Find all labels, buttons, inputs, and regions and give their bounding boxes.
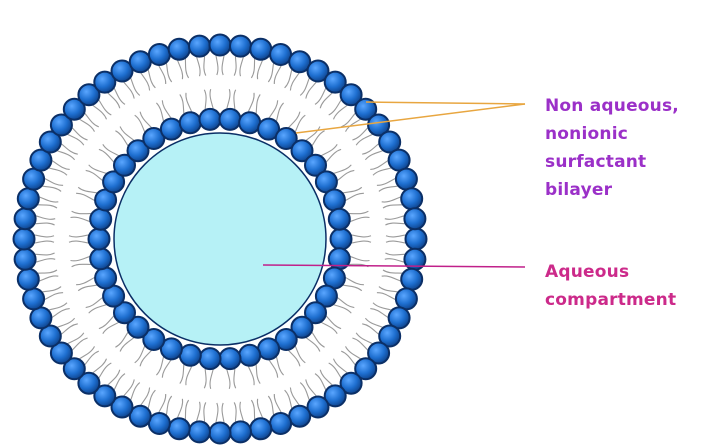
inner-lipid-head (95, 268, 116, 289)
outer-lipid-head (169, 39, 190, 60)
outer-lipid-head (270, 44, 291, 65)
inner-lipid-head (90, 209, 111, 230)
leader-line-bilayer-inner (296, 104, 525, 133)
outer-lipid-head (149, 44, 170, 65)
outer-lipid-head (23, 169, 44, 190)
outer-lipid-head (404, 208, 425, 229)
aqueous-compartment-core (114, 133, 326, 345)
bilayer-label-line-2: nonionic (545, 120, 705, 148)
outer-lipid-head (189, 36, 210, 57)
outer-lipid-head (189, 421, 210, 442)
inner-lipid-head (239, 345, 260, 366)
outer-lipid-head (250, 39, 271, 60)
outer-lipid-head (270, 413, 291, 434)
inner-lipid-head (239, 112, 260, 133)
inner-lipid-head (324, 190, 345, 211)
outer-lipid-head (18, 188, 39, 209)
inner-lipid-head (180, 345, 201, 366)
outer-lipid-head (18, 269, 39, 290)
outer-lipid-head (406, 229, 427, 250)
outer-lipid-head (149, 413, 170, 434)
inner-lipid-head (90, 248, 111, 269)
bilayer-label-line-3: surfactant (545, 148, 705, 176)
outer-lipid-head (289, 406, 310, 427)
outer-lipid-head (401, 269, 422, 290)
inner-lipid-head (200, 348, 221, 369)
inner-lipid-head (329, 209, 350, 230)
outer-lipid-head (401, 188, 422, 209)
inner-lipid-head (161, 119, 182, 140)
outer-lipid-head (230, 421, 251, 442)
inner-lipid-head (220, 348, 241, 369)
inner-lipid-head (89, 229, 110, 250)
outer-lipid-head (230, 36, 251, 57)
outer-lipid-head (250, 418, 271, 439)
outer-lipid-head (130, 51, 151, 72)
inner-lipid-head (220, 109, 241, 130)
outer-lipid-head (396, 169, 417, 190)
bilayer-label-line-1: Non aqueous, (545, 92, 705, 120)
aqueous-compartment-label: Aqueous compartment (545, 258, 705, 314)
inner-lipid-head (331, 229, 352, 250)
outer-lipid-head (210, 35, 231, 56)
leader-line-bilayer-outer (366, 102, 525, 104)
outer-lipid-head (23, 288, 44, 309)
bilayer-label: Non aqueous, nonionic surfactant bilayer (545, 92, 705, 204)
aqueous-label-line-2: compartment (545, 286, 705, 314)
outer-lipid-head (14, 229, 35, 250)
outer-lipid-head (15, 208, 36, 229)
aqueous-label-line-1: Aqueous (545, 258, 705, 286)
outer-lipid-head (15, 249, 36, 270)
outer-lipid-head (30, 307, 51, 328)
outer-lipid-head (389, 150, 410, 171)
bilayer-label-line-4: bilayer (545, 176, 705, 204)
inner-lipid-head (200, 109, 221, 130)
inner-lipid-head (180, 112, 201, 133)
inner-lipid-head (258, 338, 279, 359)
outer-lipid-head (169, 418, 190, 439)
outer-lipid-head (396, 288, 417, 309)
outer-lipid-head (210, 423, 231, 444)
